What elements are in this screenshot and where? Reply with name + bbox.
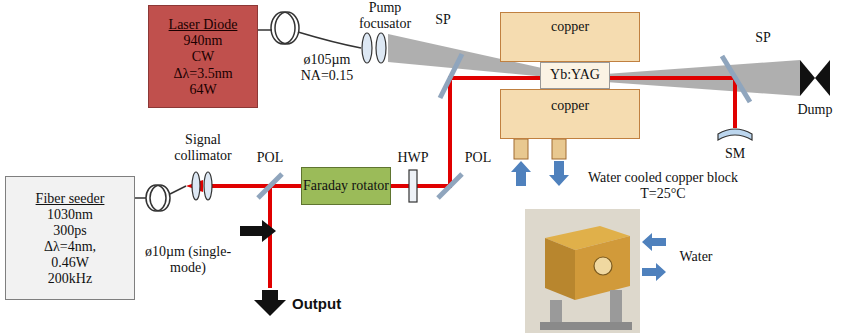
fiber xyxy=(298,32,361,48)
laser-diode-box: Laser Diode940nmCWΔλ=3.5nm64W xyxy=(148,5,258,108)
copper-block-photo xyxy=(545,238,575,300)
note-label: Water xyxy=(672,249,720,265)
half-wave-plate xyxy=(409,170,417,202)
sp-mirror xyxy=(722,56,750,102)
component-label: HWP xyxy=(393,150,433,166)
water-arrow xyxy=(642,263,666,281)
mount-photo xyxy=(610,290,622,324)
component-label: SM xyxy=(720,146,750,162)
crystal-photo xyxy=(594,257,612,275)
box-text: Δλ=4nm, xyxy=(44,239,96,255)
polarizer xyxy=(438,174,462,198)
lens xyxy=(376,33,386,63)
water-pipe xyxy=(552,139,566,159)
box-text: CW xyxy=(192,49,215,65)
box-heading: Laser Diode xyxy=(169,17,238,33)
fiber-seeder-box: Fiber seeder1030nm300psΔλ=4nm,0.46W200kH… xyxy=(5,176,135,300)
fiber-label: ø105µm NA=0.15 xyxy=(296,52,358,83)
output-label: Output xyxy=(292,296,362,313)
component-label: Signal collimator xyxy=(168,132,238,163)
crystal: Yb:YAG xyxy=(540,62,610,89)
water-pipe xyxy=(514,139,528,159)
water-arrow xyxy=(511,161,531,186)
box-text: Δλ=3.5nm xyxy=(173,66,232,82)
component-label: SP xyxy=(748,30,778,46)
signal-beam xyxy=(208,78,735,186)
lens xyxy=(362,33,372,63)
sp-mirror xyxy=(440,54,462,98)
box-text: copper xyxy=(551,19,589,35)
water-arrow xyxy=(642,233,666,251)
fiber xyxy=(170,186,186,194)
beam-dump xyxy=(815,60,830,96)
fiber-coil xyxy=(146,185,166,211)
mount-photo xyxy=(540,322,632,330)
output-arrow xyxy=(254,290,286,316)
lens xyxy=(192,172,200,200)
component-label: Pump focusator xyxy=(350,0,420,31)
note-label: Water cooled copper block T=25°C xyxy=(578,170,748,201)
water-arrow xyxy=(549,161,569,186)
component-label: POL xyxy=(250,150,290,166)
beam-dump xyxy=(800,60,815,96)
box-text: copper xyxy=(551,98,589,114)
output-beam xyxy=(268,186,272,288)
fiber-coil xyxy=(150,185,170,211)
box-text: 0.46W xyxy=(51,255,89,271)
box-text: Faraday rotator xyxy=(303,178,389,194)
copper-block: copper xyxy=(500,89,640,139)
box-text: 940nm xyxy=(184,33,223,49)
curved-mirror xyxy=(718,129,752,140)
box-text: 200kHz xyxy=(48,271,92,287)
component-label: SP xyxy=(428,12,458,28)
copper-block: copper xyxy=(500,12,640,62)
input-arrow xyxy=(240,220,276,242)
box-text: Yb:YAG xyxy=(550,67,600,83)
polarizer xyxy=(258,174,282,198)
box-text: 300ps xyxy=(53,223,86,239)
faraday-rotator: Faraday rotator xyxy=(301,167,391,205)
fiber xyxy=(135,197,146,199)
fiber-label: ø10µm (single-mode) xyxy=(136,244,240,275)
component-label: Dump xyxy=(790,102,840,118)
box-heading: Fiber seeder xyxy=(36,191,105,207)
box-text: 1030nm xyxy=(47,207,93,223)
component-label: POL xyxy=(458,150,498,166)
fiber xyxy=(258,29,272,31)
box-text: 64W xyxy=(189,82,216,98)
photo-background xyxy=(525,209,640,333)
lens xyxy=(204,172,212,200)
fiber-coil xyxy=(275,12,299,44)
